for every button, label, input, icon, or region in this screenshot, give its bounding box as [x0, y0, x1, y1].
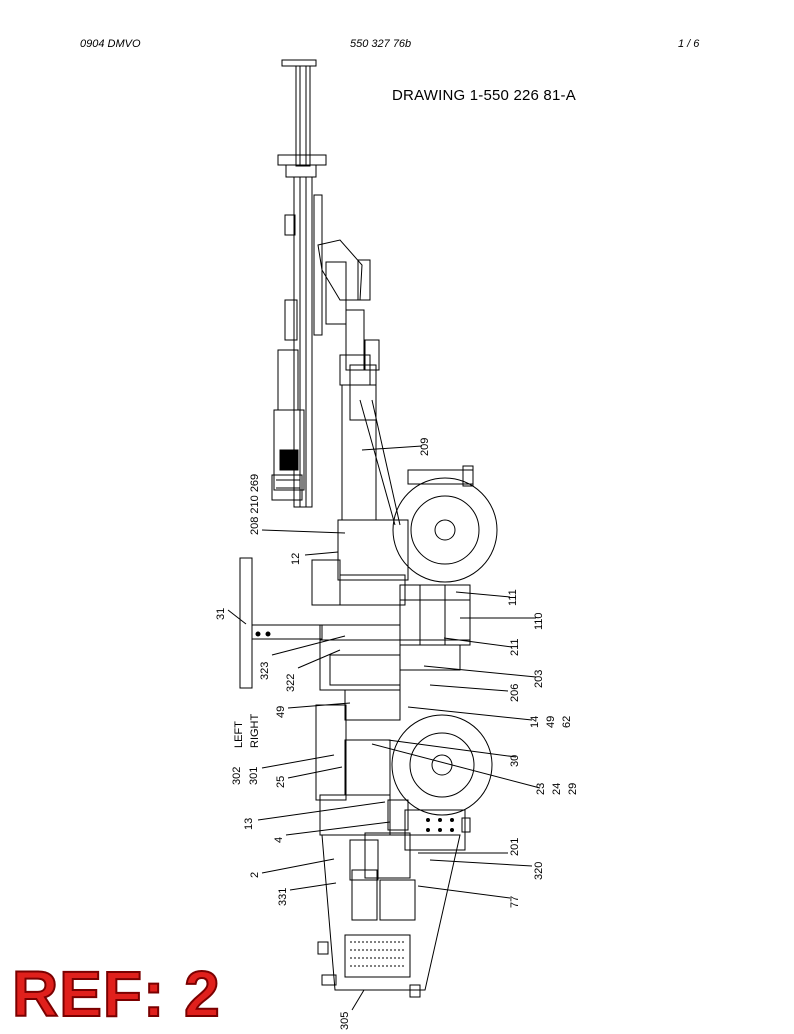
callout-label: 24 — [551, 783, 563, 795]
callout-label: 62 — [561, 716, 573, 728]
callout-label: 211 — [509, 638, 521, 656]
callout-label: 111 — [507, 589, 519, 606]
callout-label: 203 — [533, 670, 545, 688]
callout-label: 4 — [273, 837, 285, 843]
callout-label: 208 210 269 — [249, 474, 261, 535]
callout-label: 25 — [275, 776, 287, 788]
callout-label: 14 — [529, 716, 541, 728]
callout-label: 209 — [419, 438, 431, 456]
callout-label: 320 — [533, 862, 545, 880]
left-side-label: LEFT — [233, 721, 245, 748]
leader-lines — [227, 445, 541, 1011]
callout-label: 30 — [509, 755, 521, 767]
callout-label: 201 — [509, 838, 521, 856]
callout-label: 13 — [243, 818, 255, 830]
callout-label: 29 — [567, 783, 579, 795]
carrier-front — [311, 519, 471, 671]
callout-label: 305 — [339, 1012, 351, 1030]
callout-label: 322 — [285, 674, 297, 692]
callout-label: 331 — [277, 888, 289, 906]
callout-label: 31 — [215, 608, 227, 620]
callout-label: 77 — [509, 896, 521, 908]
callout-label: 110 — [533, 612, 545, 630]
stabilizer-jack — [239, 557, 323, 689]
callout-label: 323 — [259, 662, 271, 680]
callout-label: 206 — [509, 684, 521, 702]
header-part-number: 550 327 76b — [350, 38, 412, 50]
callout-label: 2 — [249, 872, 261, 878]
rear-wheel — [391, 714, 493, 816]
callout-label: 49 — [545, 716, 557, 728]
callout-label: 302 — [231, 767, 243, 785]
callout-label: 301 — [248, 767, 260, 785]
callout-label: 23 — [535, 783, 547, 795]
rear-body — [317, 832, 461, 998]
right-side-label: RIGHT — [249, 714, 261, 749]
chassis-frame — [315, 624, 471, 851]
header-page-number: 1 / 6 — [678, 38, 700, 50]
header-doc-code: 0904 DMVO — [80, 38, 141, 50]
callout-label: 12 — [290, 553, 302, 565]
callout-labels: 208 210 269 12 31 323 322 49 302 301 25 … — [215, 438, 579, 1030]
ref-badge: REF: 2 — [11, 958, 221, 1030]
drawing-title: DRAWING 1-550 226 81-A — [392, 87, 576, 104]
front-wheel — [392, 465, 498, 583]
boom-arm — [317, 239, 401, 526]
feed-beam — [271, 59, 327, 508]
callout-label: 49 — [275, 706, 287, 718]
